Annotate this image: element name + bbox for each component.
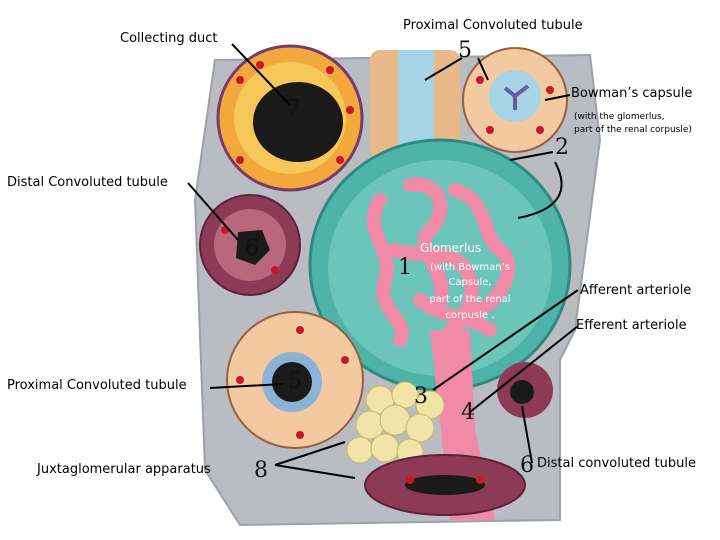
jga-structure — [346, 381, 445, 466]
dct-bottom-structure — [364, 454, 526, 516]
pct-left-structure — [226, 311, 364, 449]
label-dct-left: Distal Convoluted tubule — [7, 175, 168, 190]
label-pct-left: Proximal Convoluted tubule — [7, 378, 187, 393]
label-jga: Juxtaglomerular apparatus — [37, 462, 211, 477]
number-2: 2 — [555, 135, 569, 160]
label-bowmans-note-1: (with the glomerlus, — [574, 112, 665, 122]
glomerulus-line-1: (with Bowman’s — [429, 262, 511, 273]
number-8: 8 — [254, 458, 268, 483]
glomerulus-shape — [366, 177, 516, 347]
glomerulus-title: Glomerlus — [420, 241, 482, 255]
number-6-bottom: 6 — [520, 453, 534, 478]
label-efferent-arteriole: Efferent arteriole — [576, 318, 687, 333]
label-afferent-arteriole: Afferent arteriole — [580, 283, 692, 298]
label-collecting-duct: Collecting duct — [120, 31, 218, 46]
number-4: 4 — [461, 400, 475, 425]
leader-lines — [187, 43, 579, 479]
number-3: 3 — [414, 384, 428, 409]
label-dct-bottom: Distal convoluted tubule — [537, 456, 696, 471]
number-6-left: 6 — [245, 236, 259, 261]
glomerulus-line-2: Capsule, — [448, 277, 492, 288]
pct-top-structure — [462, 47, 568, 153]
label-bowmans-note-2: part of the renal corpusle) — [574, 125, 692, 135]
efferent-arteriole-structure — [497, 362, 553, 418]
number-1: 1 — [398, 255, 412, 280]
number-5-top: 5 — [458, 38, 472, 63]
glomerulus-line-3: part of the renal — [429, 294, 511, 305]
number-7: 7 — [287, 96, 301, 121]
number-5-left: 5 — [288, 369, 302, 394]
collecting-duct-structure — [216, 44, 364, 192]
cell-nuclei — [221, 61, 554, 484]
label-pct-top: Proximal Convoluted tubule — [403, 18, 583, 33]
glomerulus-line-4: corpusle . — [445, 310, 495, 321]
label-bowmans-capsule: Bowman’s capsule — [571, 86, 693, 101]
